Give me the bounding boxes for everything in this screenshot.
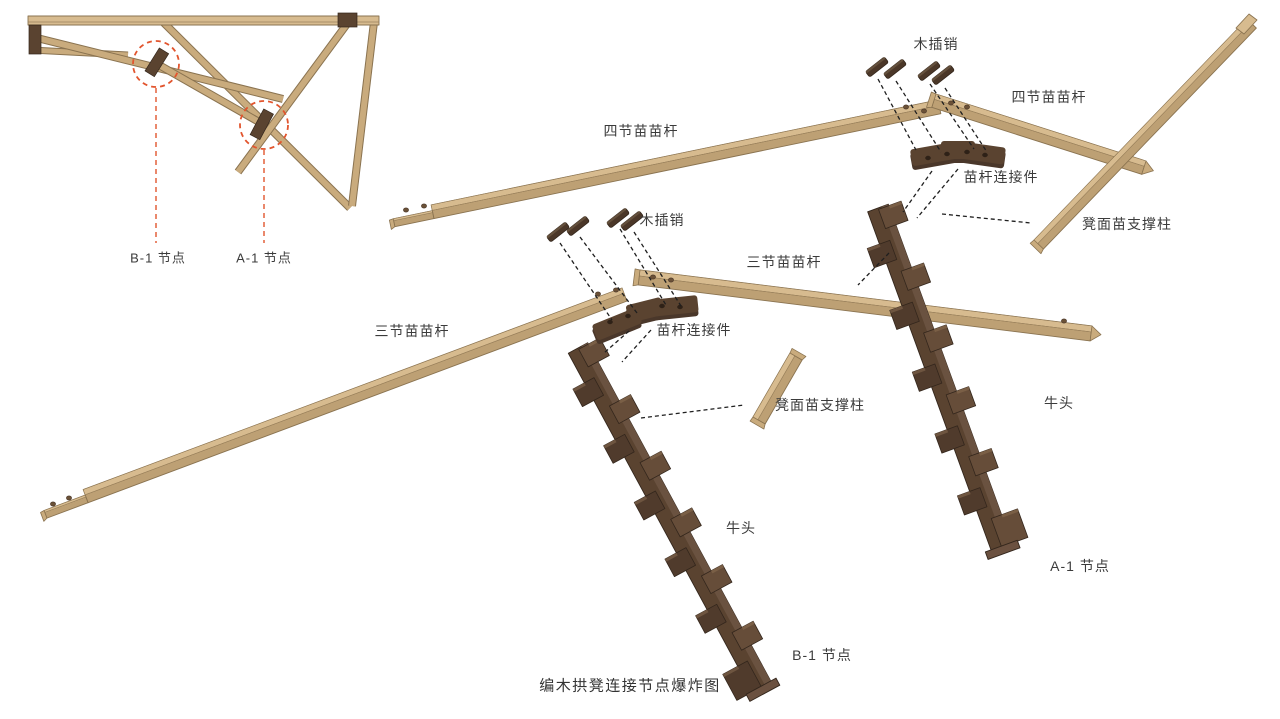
beam-three-right-label: 三节苗苗杆 — [746, 254, 822, 270]
wood-pin — [865, 57, 889, 77]
connector-mid-label: 苗杆连接件 — [656, 322, 732, 338]
oxhead-right-label: 牛头 — [1044, 395, 1074, 411]
inset-node-b-label: B-1 节点 — [130, 250, 186, 266]
rod-connector-mid — [592, 295, 699, 344]
wood-pin — [546, 222, 570, 242]
support-column-mid-label: 凳面苗支撑柱 — [775, 397, 865, 413]
oxhead-rack-right — [866, 200, 1029, 560]
wood-pin-mid-label: 木插销 — [639, 212, 685, 228]
wood-pin — [566, 216, 590, 236]
wood-pin — [620, 211, 644, 231]
wood-pin — [606, 208, 630, 228]
node-b-label: B-1 节点 — [792, 647, 852, 663]
inset-joint-b — [144, 47, 170, 78]
node-a-label: A-1 节点 — [1050, 558, 1110, 574]
wood-pins-top — [865, 57, 955, 85]
rod-connector-top — [910, 141, 1006, 170]
wood-pin — [917, 61, 941, 81]
wood-pins-mid — [546, 208, 644, 242]
inset-node-a-label: A-1 节点 — [236, 250, 292, 266]
beam-four-top-label: 四节苗苗杆 — [1011, 89, 1087, 105]
inset-overview — [27, 12, 380, 243]
wood-pin — [931, 65, 955, 85]
connector-top-label: 苗杆连接件 — [963, 169, 1039, 185]
assembly-dashed-lines — [559, 78, 1032, 419]
wood-pin — [883, 59, 907, 79]
inset-joint-a — [249, 108, 274, 141]
wood-pin-top-label: 木插销 — [913, 36, 959, 52]
beam-four-section-topright — [926, 91, 1154, 175]
support-column-right-label: 凳面苗支撑柱 — [1082, 216, 1172, 232]
support-column-mid — [749, 348, 807, 430]
support-column-right — [1029, 13, 1258, 255]
beam-three-section-left — [40, 287, 628, 522]
node-a-circle — [239, 100, 289, 150]
beam-three-section-right — [632, 268, 1102, 342]
beam-three-left-label: 三节苗苗杆 — [374, 323, 450, 339]
oxhead-rack-left — [567, 337, 781, 702]
oxhead-left-label: 牛头 — [726, 520, 756, 536]
beam-four-center-label: 四节苗苗杆 — [603, 123, 679, 139]
node-b-circle — [132, 40, 180, 88]
diagram-title: 编木拱凳连接节点爆炸图 — [539, 677, 721, 695]
